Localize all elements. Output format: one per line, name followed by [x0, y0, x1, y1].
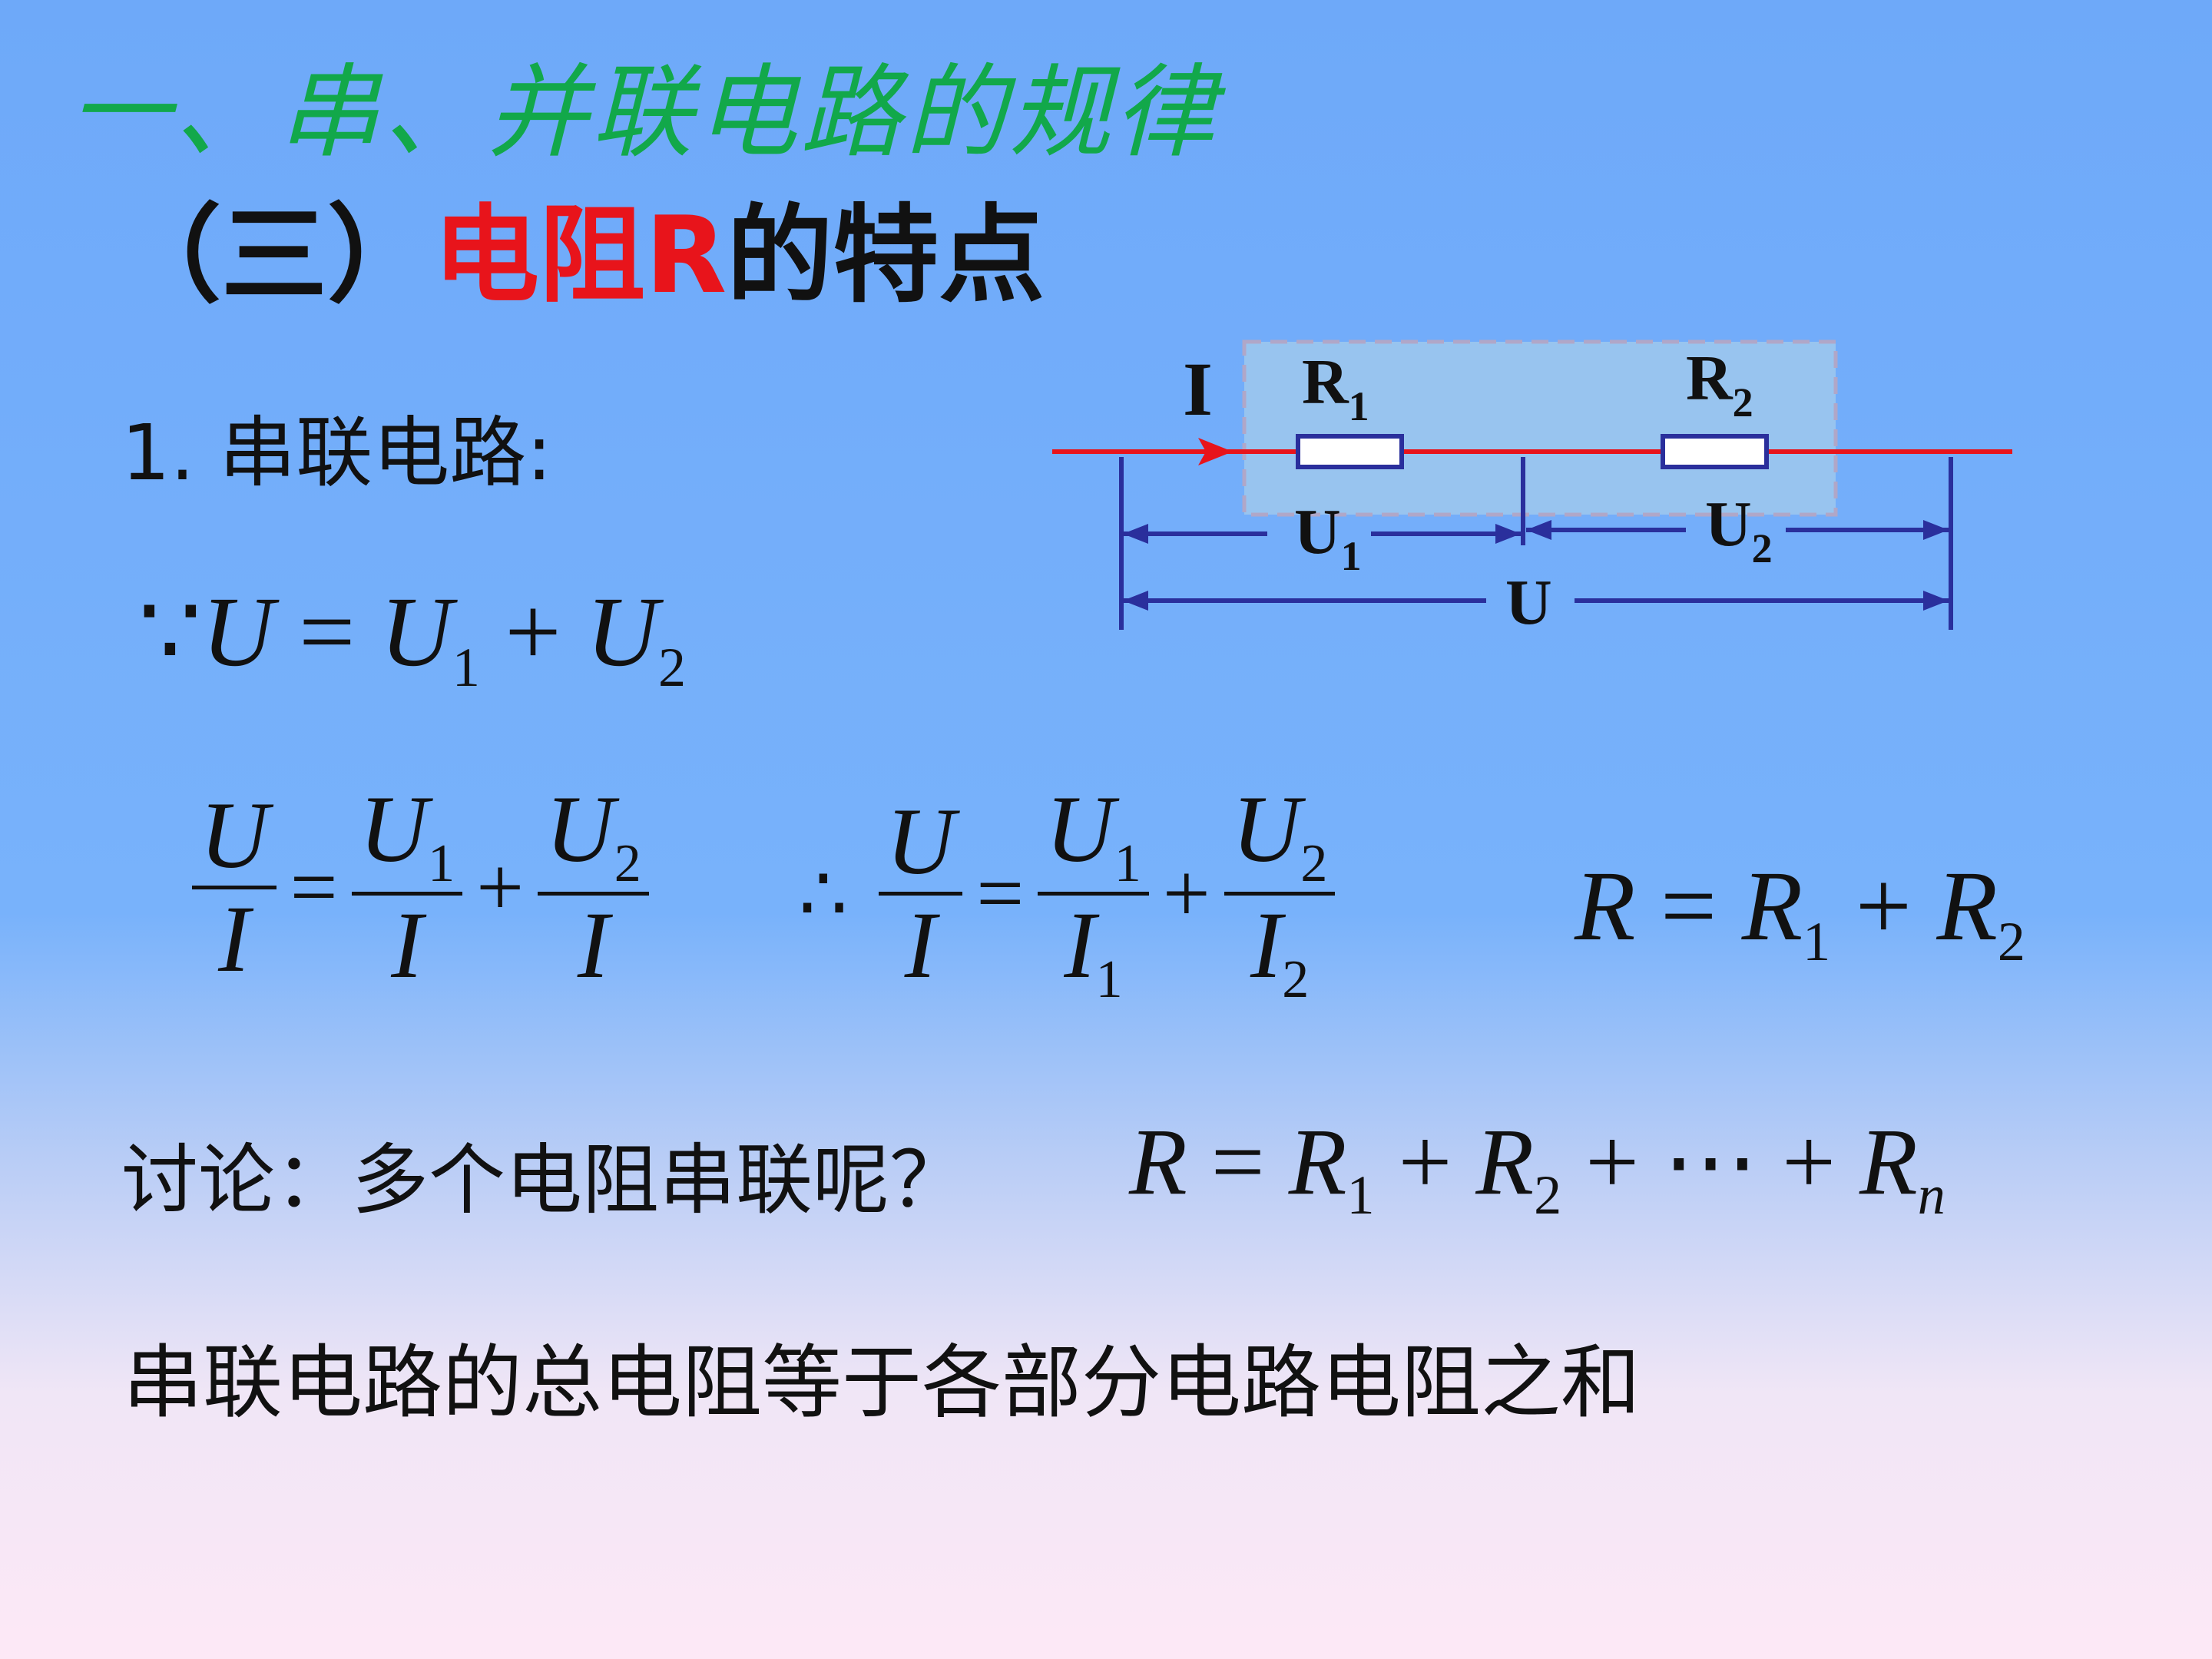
plus-sign: +	[1855, 851, 1912, 962]
r2: R2	[1936, 851, 2025, 972]
arrow-right-icon	[1495, 524, 1521, 544]
because-symbol: ∵	[138, 577, 202, 687]
equals-sign: =	[290, 840, 338, 935]
arrow-left-icon	[1123, 591, 1148, 611]
slide-title: 一、串、并联电路的规律	[69, 54, 1218, 172]
resistor1-label: R1	[1302, 346, 1369, 429]
arrow-left-icon	[1526, 520, 1551, 540]
section-subtitle: （三）电阻R的特点	[115, 169, 1045, 323]
u-total: U	[201, 577, 274, 687]
total-voltage-label: U	[1505, 567, 1552, 638]
series-circuit-heading: 1. 串联电路:	[121, 408, 552, 498]
resistance-sum-equation: R = R1 + R2	[1575, 849, 2025, 974]
conclusion-text: 串联电路的总电阻等于各部分电路电阻之和	[123, 1336, 1641, 1429]
plus-sign: +	[1162, 846, 1210, 941]
subtitle-prefix: （三）	[115, 194, 434, 317]
equals-sign: =	[299, 577, 356, 687]
voltage2-label: U2	[1705, 488, 1773, 571]
equals-sign: =	[976, 846, 1025, 941]
subtitle-highlight: 电阻R	[433, 194, 727, 317]
subtitle-suffix: 的特点	[727, 194, 1045, 317]
r2: R2	[1475, 1109, 1562, 1226]
ellipsis: ⋯	[1663, 1109, 1759, 1214]
voltage-equation: ∵U = U1 + U2	[138, 572, 686, 700]
r1: R1	[1741, 851, 1831, 972]
equals-sign: =	[1660, 851, 1717, 962]
voltage1-label: U1	[1294, 496, 1362, 579]
plus-sign: +	[1782, 1109, 1836, 1214]
r-total: R	[1575, 851, 1636, 962]
plus-sign: +	[1585, 1109, 1640, 1214]
plus-sign: +	[505, 577, 561, 687]
rn: Rn	[1859, 1109, 1945, 1226]
resistor2-label: R2	[1686, 343, 1753, 426]
arrow-right-icon	[1923, 520, 1949, 540]
r-total: R	[1129, 1109, 1187, 1214]
current-arrow-icon	[1198, 438, 1233, 465]
plus-sign: +	[476, 840, 525, 935]
general-sum-equation: R = R1 + R2 + ⋯ + Rn	[1129, 1106, 1945, 1227]
discussion-question: 讨论：多个电阻串联呢？	[121, 1135, 966, 1225]
series-circuit-diagram: I R1 R2 U1 U2 U	[1052, 339, 2012, 638]
equals-sign: =	[1210, 1109, 1265, 1214]
current-label: I	[1183, 346, 1213, 432]
u2: U2	[586, 577, 687, 698]
arrow-right-icon	[1923, 591, 1949, 611]
r1: R1	[1288, 1109, 1375, 1226]
arrow-left-icon	[1123, 524, 1148, 544]
u1: U1	[379, 577, 480, 698]
resistor-1	[1296, 434, 1404, 469]
dashed-box	[1242, 339, 1838, 517]
plus-sign: +	[1398, 1109, 1452, 1214]
resistor-2	[1661, 434, 1769, 469]
therefore-symbol: ∴	[799, 852, 848, 938]
